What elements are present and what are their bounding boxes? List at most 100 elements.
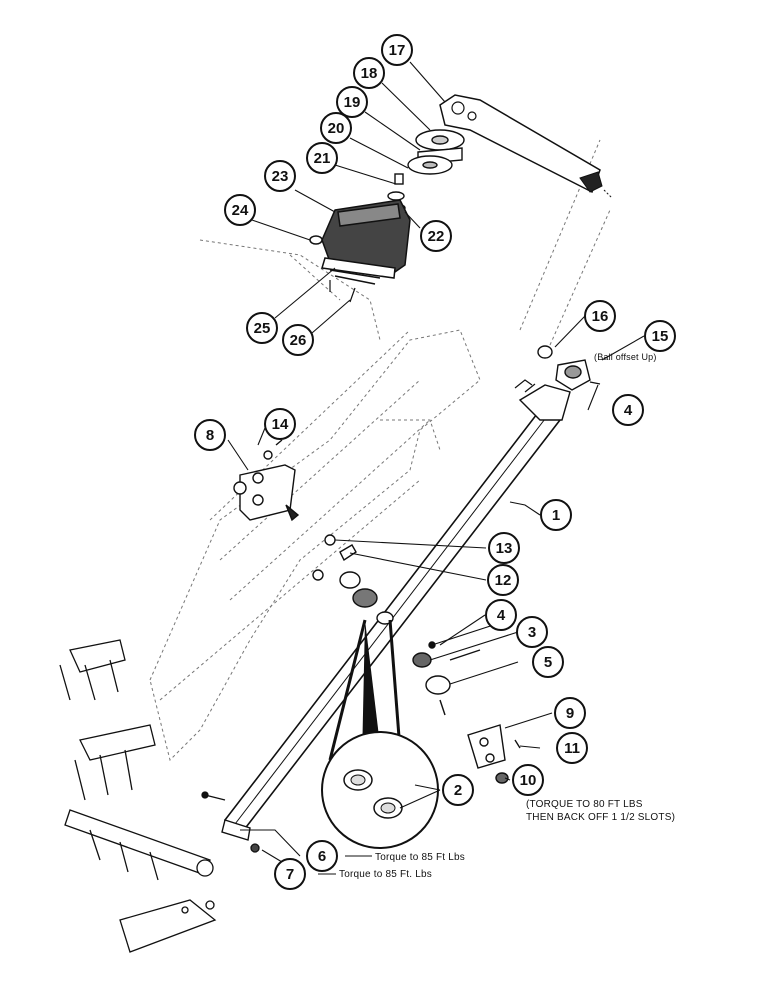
callout-c22: 22: [420, 220, 452, 252]
callout-circle: [246, 312, 278, 344]
callout-circle: [442, 774, 474, 806]
callout-circle: [485, 599, 517, 631]
cutter-bar: [59, 639, 217, 953]
callout-c17: 17: [381, 34, 413, 66]
callout-c2: 2: [442, 774, 474, 806]
gearbox-cover: [309, 199, 411, 303]
callout-circle: [532, 646, 564, 678]
callout-number: 1: [552, 507, 560, 524]
callout-c6: 6: [306, 840, 338, 872]
note-torque-80-line2: THEN BACK OFF 1 1/2 SLOTS): [526, 812, 675, 823]
callout-circle: [540, 499, 572, 531]
callout-number: 18: [361, 65, 378, 82]
note-torque-80-line1: (TORQUE TO 80 FT LBS: [526, 799, 643, 810]
drive-arm: [439, 94, 613, 199]
callout-c1: 1: [540, 499, 572, 531]
leader-lines: [227, 61, 645, 875]
note-torque-6: Torque to 85 Ft Lbs: [375, 852, 465, 863]
bracket-assembly: [233, 439, 300, 522]
bearing-plates: [387, 129, 465, 213]
callout-c16: 16: [584, 300, 616, 332]
callout-number: 20: [328, 120, 345, 137]
callout-c19: 19: [336, 86, 368, 118]
callout-circle: [194, 419, 226, 451]
callout-number: 17: [389, 42, 406, 59]
callout-c8: 8: [194, 419, 226, 451]
callout-number: 15: [652, 328, 669, 345]
callout-circle: [264, 408, 296, 440]
callout-number: 7: [286, 866, 294, 883]
callout-number: 21: [314, 150, 331, 167]
callout-number: 25: [254, 320, 271, 337]
callout-circle: [554, 697, 586, 729]
callout-c18: 18: [353, 57, 385, 89]
callout-c13: 13: [488, 532, 520, 564]
callout-number: 22: [428, 228, 445, 245]
callout-circle: [224, 194, 256, 226]
foot-bolts: [201, 791, 260, 853]
callouts: 1234456789101112131415161718192021222324…: [194, 34, 676, 890]
callout-number: 2: [454, 782, 462, 799]
callout-circle: [282, 324, 314, 356]
callout-circle: [320, 112, 352, 144]
callout-number: 24: [232, 202, 249, 219]
callout-number: 14: [272, 416, 289, 433]
ball-joint: [537, 345, 601, 391]
callout-c4a: 4: [485, 599, 517, 631]
callout-c26: 26: [282, 324, 314, 356]
callout-c9: 9: [554, 697, 586, 729]
callout-circle: [353, 57, 385, 89]
callout-c24: 24: [224, 194, 256, 226]
lower-right-hardware: [412, 641, 535, 787]
callout-circle: [644, 320, 676, 352]
callout-number: 9: [566, 705, 574, 722]
callout-c23: 23: [264, 160, 296, 192]
callout-number: 8: [206, 427, 214, 444]
note-ball-offset: (Ball offset Up): [594, 352, 657, 362]
callout-circle: [516, 616, 548, 648]
callout-c3: 3: [516, 616, 548, 648]
callout-c15: 15: [644, 320, 676, 352]
callout-circle: [264, 160, 296, 192]
bushing-detail-inset: [321, 619, 439, 849]
callout-circle: [336, 86, 368, 118]
callout-c5: 5: [532, 646, 564, 678]
callout-number: 4: [624, 402, 633, 419]
callout-c14: 14: [264, 408, 296, 440]
callout-circle: [306, 142, 338, 174]
callout-circle: [488, 532, 520, 564]
callout-circle: [381, 34, 413, 66]
callout-number: 26: [290, 332, 307, 349]
callout-c4b: 4: [612, 394, 644, 426]
callout-c25: 25: [246, 312, 278, 344]
callout-number: 6: [318, 848, 326, 865]
callout-number: 19: [344, 94, 361, 111]
callout-number: 5: [544, 654, 552, 671]
callout-c12: 12: [487, 564, 519, 596]
callout-c11: 11: [556, 732, 588, 764]
callout-circle: [612, 394, 644, 426]
callout-circle: [512, 764, 544, 796]
callout-c20: 20: [320, 112, 352, 144]
callout-c7: 7: [274, 858, 306, 890]
callout-number: 16: [592, 308, 609, 325]
callout-number: 10: [520, 772, 537, 789]
callout-c21: 21: [306, 142, 338, 174]
callout-number: 11: [564, 740, 580, 757]
header-frame-outline: [149, 139, 611, 761]
callout-circle: [556, 732, 588, 764]
callout-circle: [420, 220, 452, 252]
callout-number: 12: [495, 572, 512, 589]
callout-number: 3: [528, 624, 536, 641]
bushings-12-13: [312, 534, 394, 625]
callout-circle: [306, 840, 338, 872]
callout-circle: [487, 564, 519, 596]
callout-circle: [274, 858, 306, 890]
callout-number: 13: [496, 540, 513, 557]
callout-number: 23: [272, 168, 289, 185]
callout-circle: [584, 300, 616, 332]
callout-c10: 10: [512, 764, 544, 796]
callout-number: 4: [497, 607, 506, 624]
